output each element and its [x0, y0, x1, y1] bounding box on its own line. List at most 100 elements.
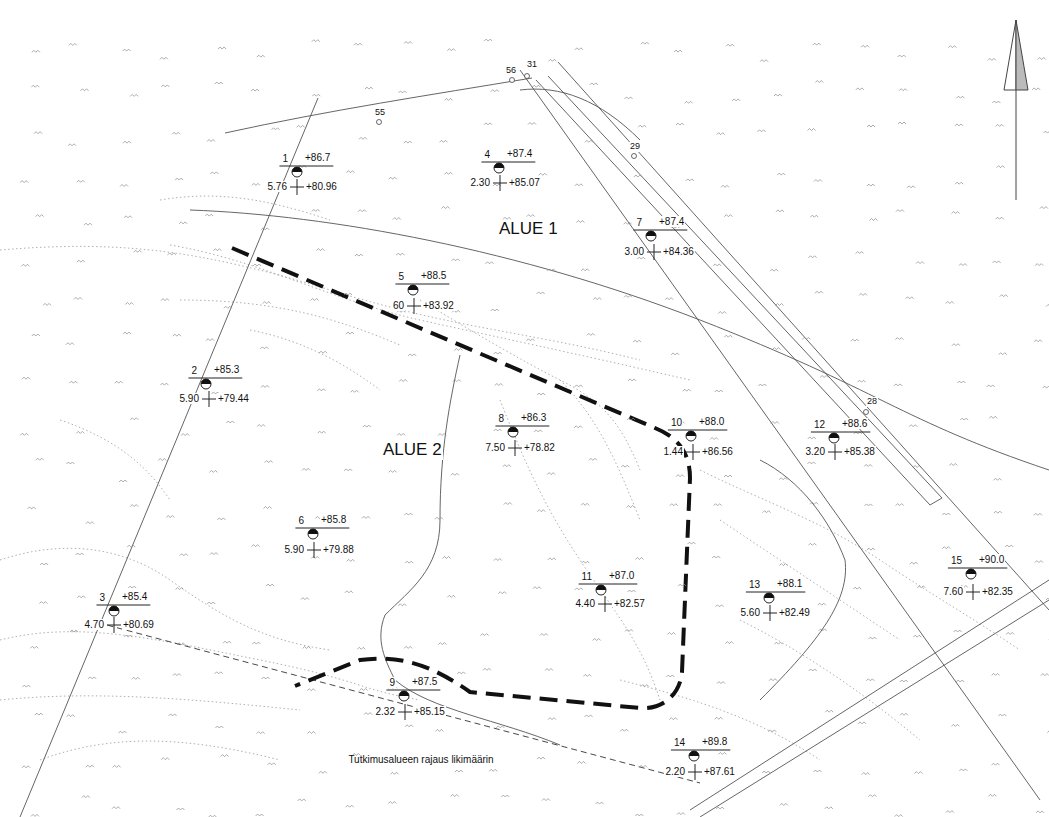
boring-symbol-fill: [686, 431, 696, 436]
spot-mark: [627, 418, 635, 420]
spot-mark: [715, 717, 723, 719]
spot-mark: [213, 249, 221, 251]
spot-mark: [776, 210, 784, 212]
spot-mark: [206, 339, 214, 341]
spot-mark: [949, 464, 957, 466]
spot-mark: [627, 506, 635, 508]
spot-mark: [870, 219, 878, 221]
spot-mark: [635, 558, 643, 560]
spot-mark: [620, 729, 628, 731]
spot-mark: [442, 207, 450, 209]
boring-symbol-fill: [292, 167, 302, 172]
spot-mark: [20, 181, 28, 183]
spot-mark: [633, 340, 641, 342]
spot-mark: [951, 724, 959, 726]
spot-mark: [31, 85, 39, 87]
spot-mark: [537, 292, 545, 294]
spot-mark: [674, 50, 682, 52]
spot-mark: [853, 587, 861, 589]
spot-mark: [989, 794, 997, 796]
spot-mark: [119, 731, 127, 733]
spot-mark: [641, 42, 649, 44]
spot-mark: [895, 815, 903, 817]
spot-mark: [173, 334, 181, 336]
spot-mark: [858, 722, 866, 724]
spot-mark: [810, 502, 818, 504]
spot-mark: [215, 672, 223, 674]
spot-mark: [405, 561, 413, 563]
label-rule: [395, 284, 449, 285]
ground-elevation: +87.4: [506, 148, 533, 159]
spot-mark: [124, 635, 132, 637]
spot-mark: [256, 814, 264, 816]
spot-mark: [251, 89, 259, 91]
spot-mark: [576, 221, 584, 223]
spot-mark: [127, 545, 135, 547]
label-rule: [495, 426, 549, 427]
spot-mark: [862, 773, 870, 775]
cross-mark: [835, 444, 836, 460]
spot-mark: [35, 713, 43, 715]
spot-mark: [166, 516, 174, 518]
spot-mark: [397, 433, 405, 435]
spot-mark: [123, 332, 131, 334]
spot-mark: [624, 295, 632, 297]
road-point-number: 29: [629, 142, 641, 152]
spot-mark: [484, 39, 492, 41]
spot-mark: [22, 377, 30, 379]
spot-mark: [405, 513, 413, 515]
spot-mark: [355, 254, 363, 256]
spot-mark: [994, 511, 1002, 513]
spot-mark: [895, 338, 903, 340]
boring-symbol: [292, 167, 302, 177]
cross-mark: [770, 605, 771, 621]
spot-mark: [451, 473, 459, 475]
spot-mark: [501, 795, 509, 797]
spot-mark: [132, 677, 140, 679]
spot-mark: [262, 677, 270, 679]
spot-mark: [772, 348, 780, 350]
spot-mark: [997, 166, 1005, 168]
ground-elevation: +89.8: [701, 736, 728, 747]
spot-mark: [494, 559, 502, 561]
spot-mark: [76, 553, 84, 555]
spot-mark: [257, 55, 265, 57]
spot-mark: [666, 675, 674, 677]
depth-value: 2.32: [375, 706, 396, 717]
spot-mark: [447, 49, 455, 51]
spot-mark: [272, 128, 280, 130]
north-arrow: [1004, 20, 1028, 200]
boundary-note: Tutkimusalueen rajaus likimäärin: [345, 754, 497, 765]
spot-mark: [539, 173, 547, 175]
spot-mark: [161, 758, 169, 760]
spot-mark: [868, 795, 876, 797]
spot-mark: [957, 96, 965, 98]
spot-mark: [66, 343, 74, 345]
road-point: [525, 74, 530, 79]
point-number: 6: [297, 515, 305, 526]
spot-mark: [987, 385, 995, 387]
depth-value: 2.20: [665, 766, 686, 777]
spot-mark: [685, 101, 693, 103]
spot-mark: [667, 633, 675, 635]
spot-mark: [714, 504, 722, 506]
spot-mark: [172, 132, 180, 134]
label-rule: [948, 568, 1007, 569]
spot-mark: [399, 91, 407, 93]
spot-mark: [257, 732, 265, 734]
spot-mark: [360, 689, 368, 691]
point-number: 15: [950, 555, 963, 566]
spot-mark: [1034, 340, 1042, 342]
spot-mark: [1043, 386, 1049, 388]
spot-mark: [596, 802, 604, 804]
spot-mark: [215, 82, 223, 84]
label-rule: [811, 432, 870, 433]
spot-mark: [575, 588, 583, 590]
ground-elevation: +88.5: [420, 270, 447, 281]
label-rule: [188, 378, 242, 379]
spot-mark: [825, 710, 833, 712]
spot-mark: [621, 465, 629, 467]
spot-mark: [451, 795, 459, 797]
spot-mark: [582, 561, 590, 563]
spot-mark: [70, 381, 78, 383]
